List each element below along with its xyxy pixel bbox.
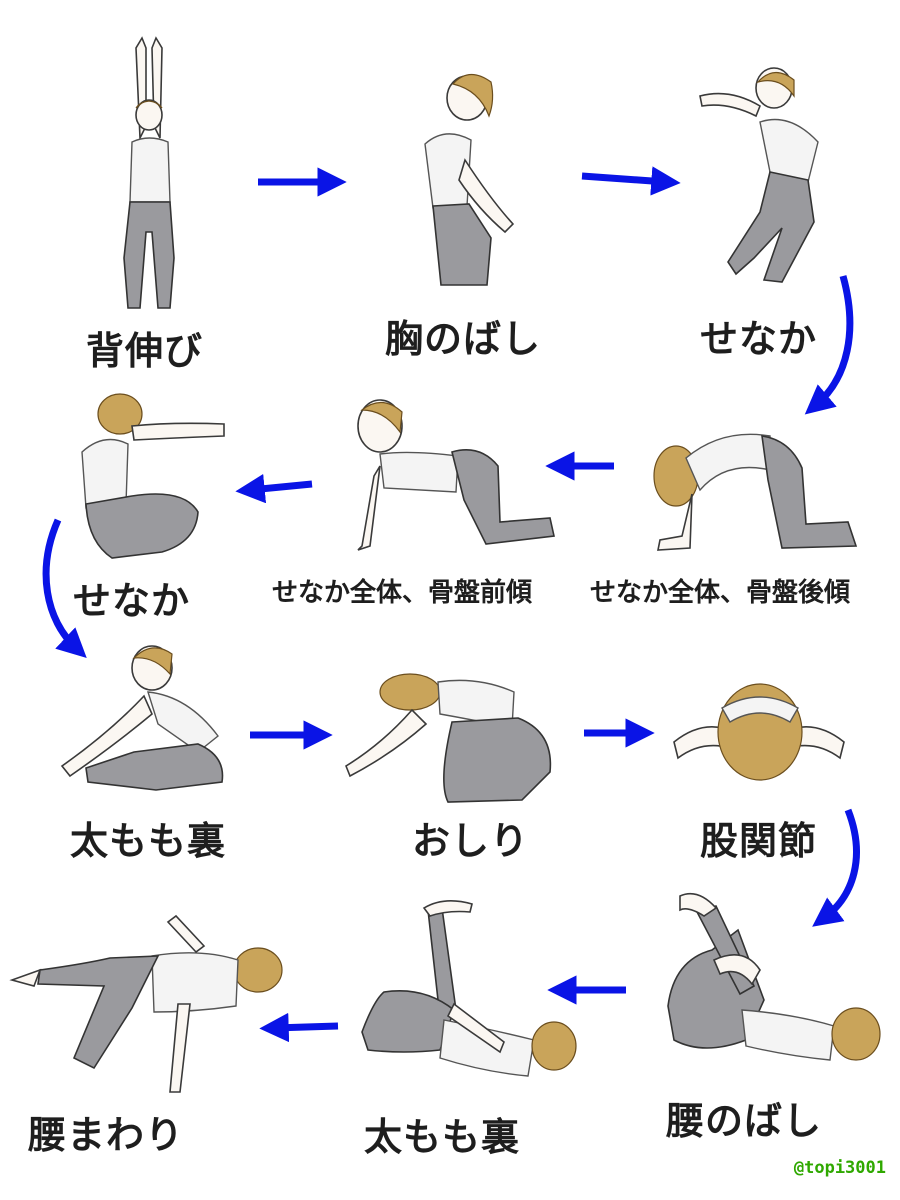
step-label-9: 股関節 [700, 818, 818, 863]
step-label-5: せなか全体、骨盤前傾 [272, 578, 533, 608]
arrow-curve-1 [804, 275, 854, 415]
stretch-pose-figure [340, 396, 560, 556]
step-label-6: せなか全体、骨盤後傾 [590, 578, 851, 608]
step-label-10: 腰まわり [28, 1112, 185, 1157]
step-label-12: 腰のばし [666, 1098, 823, 1143]
step-label-11: 太もも裏 [364, 1114, 521, 1159]
step-label-4: せなか [73, 578, 191, 623]
stretch-pose-figure [642, 424, 867, 564]
stretch-pose-figure [342, 672, 557, 807]
stretch-pose-figure [72, 392, 232, 562]
step-label-1: 背伸び [86, 328, 204, 373]
stretch-pose-figure [644, 890, 884, 1085]
step-label-7: 太もも裏 [70, 818, 227, 863]
stretch-pose-figure [405, 60, 520, 286]
step-label-2: 胸のばし [385, 316, 542, 361]
stretch-pose-figure [78, 18, 218, 309]
author-credit: @topi3001 [793, 1158, 886, 1178]
stretch-pose-figure [664, 678, 854, 788]
arrow-left-2 [235, 473, 313, 504]
step-label-3: せなか [700, 316, 818, 361]
arrow-right-2 [581, 166, 681, 196]
stretch-pose-figure [48, 640, 243, 800]
step-label-8: おしり [412, 818, 530, 863]
stretch-pose-figure [344, 900, 584, 1090]
stretch-pose-figure [690, 62, 840, 292]
stretch-pose-figure [4, 908, 289, 1098]
